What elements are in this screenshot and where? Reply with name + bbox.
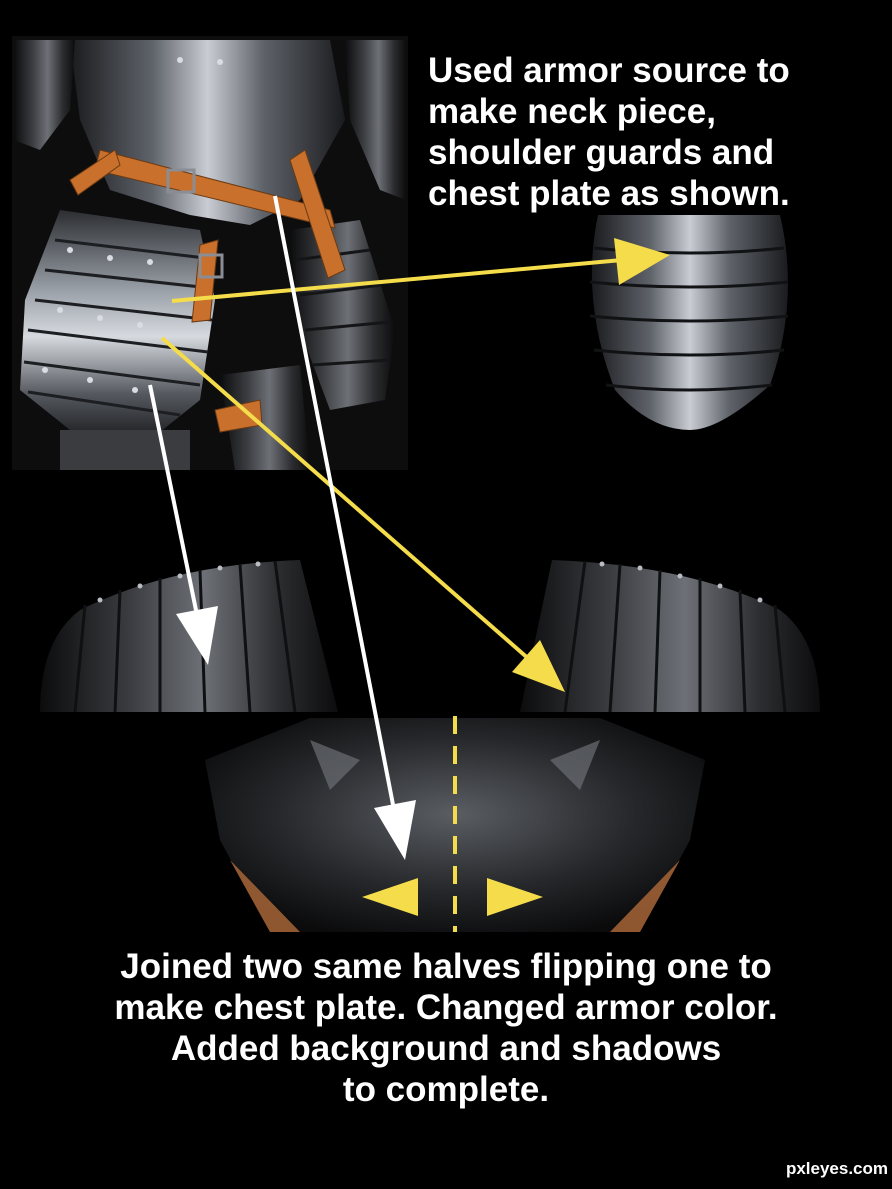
yellow-arrow-to-neck-piece [171, 238, 670, 303]
white-arrow-to-left-shoulder [148, 384, 218, 665]
top-caption: Used armor source to make neck piece, sh… [428, 51, 790, 213]
flip-arrow-left [362, 878, 418, 916]
chest-plate [205, 718, 705, 932]
bottom-caption: Joined two same halves flipping one to m… [114, 947, 778, 1109]
white-arrow-to-chest-plate [273, 195, 416, 860]
armor-source-photo [12, 36, 408, 470]
yellow-arrow-to-right-shoulder [160, 336, 565, 692]
watermark[interactable]: pxleyes.com [785, 1159, 888, 1178]
right-shoulder-guard [520, 560, 820, 713]
flip-arrow-right [487, 878, 543, 916]
left-shoulder-guard [40, 560, 338, 713]
